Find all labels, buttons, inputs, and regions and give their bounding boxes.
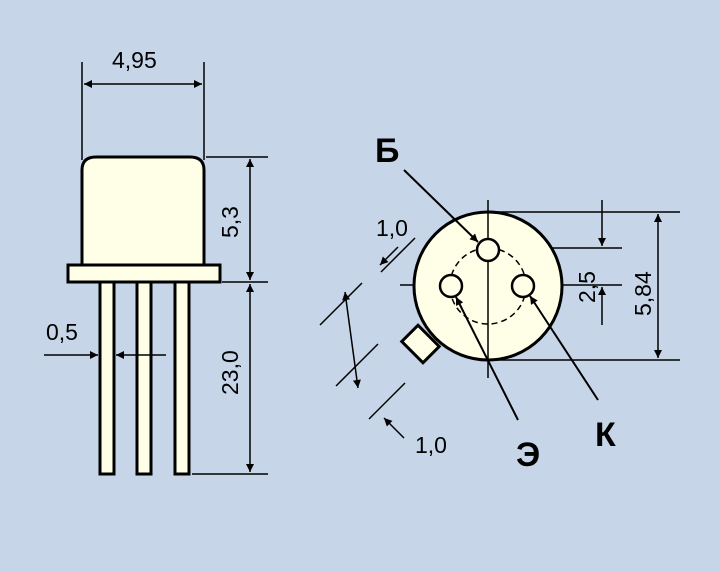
side-view [44, 62, 268, 476]
leader-collector [529, 295, 599, 401]
dimension-line-tab-length [342, 291, 361, 389]
key-tab [399, 323, 442, 365]
lead-right [173, 280, 191, 476]
transistor-flange [66, 263, 222, 284]
pin-emitter [438, 273, 464, 299]
dim-body-width: 4,95 [112, 47, 157, 73]
extension-line [380, 237, 416, 273]
dim-lead-length: 23,0 [217, 350, 243, 395]
label-base: Б [375, 132, 399, 170]
extension-line [368, 382, 406, 420]
dim-tab-length: 1,0 [415, 432, 447, 458]
dimension-line-tab-width [379, 246, 399, 266]
dim-lead-diameter: 0,5 [46, 319, 78, 345]
dimension-line-tab-width [383, 417, 405, 439]
dim-pin-spacing: 2,5 [574, 271, 600, 303]
bottom-view [319, 169, 680, 439]
leader-emitter [455, 296, 519, 421]
lead-middle [135, 280, 153, 476]
dim-tab-width: 1,0 [376, 215, 408, 241]
pin-collector [510, 273, 536, 299]
dim-body-height: 5,3 [217, 206, 243, 238]
label-emitter: Э [516, 436, 540, 474]
label-collector: К [595, 416, 616, 454]
transistor-cap [80, 155, 206, 265]
extension-line [319, 282, 363, 326]
dim-diameter: 5,84 [630, 271, 656, 316]
leader-base [403, 169, 479, 243]
pin-base [475, 237, 501, 263]
lead-left [98, 280, 116, 476]
